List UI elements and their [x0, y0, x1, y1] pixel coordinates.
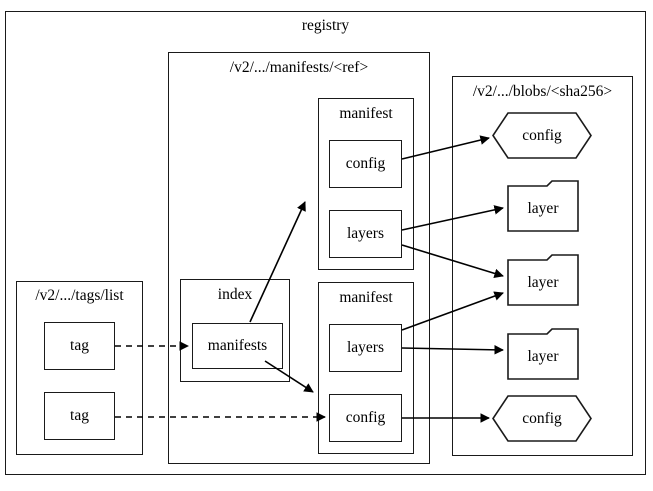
node-tag-2[interactable]: tag — [44, 392, 115, 440]
node-manifest2-config[interactable]: config — [329, 394, 402, 442]
node-blob-layer-1[interactable]: layer — [507, 180, 579, 232]
node-manifest2-layers[interactable]: layers — [329, 324, 402, 372]
node-blob-layer-1-label: layer — [527, 200, 559, 217]
cluster-blobs-label: /v2/.../blobs/<sha256> — [472, 83, 613, 100]
hexagon-icon — [492, 395, 592, 442]
cluster-manifests-label: /v2/.../manifests/<ref> — [229, 59, 369, 76]
folder-icon — [507, 180, 579, 232]
node-blob-config-2-label: config — [522, 409, 562, 427]
node-blob-layer-2-label: layer — [527, 274, 559, 291]
node-blob-config-1[interactable]: config — [492, 112, 592, 159]
cluster-registry-label: registry — [301, 17, 350, 34]
cluster-index-label: index — [217, 286, 253, 303]
node-blob-config-2[interactable]: config — [492, 395, 592, 442]
node-index-manifests[interactable]: manifests — [192, 323, 283, 369]
node-blob-config-1-label: config — [522, 126, 562, 144]
node-blob-layer-3[interactable]: layer — [507, 328, 579, 380]
cluster-manifest-2 — [318, 282, 414, 454]
folder-icon — [507, 328, 579, 380]
cluster-tags-label: /v2/.../tags/list — [35, 287, 124, 304]
folder-icon — [507, 254, 579, 306]
cluster-tags — [16, 281, 143, 455]
node-manifest1-config[interactable]: config — [329, 140, 402, 188]
cluster-manifest-1-label: manifest — [339, 105, 393, 122]
node-tag-1[interactable]: tag — [44, 322, 115, 370]
node-blob-layer-3-label: layer — [527, 348, 559, 365]
node-manifest1-layers[interactable]: layers — [329, 210, 402, 258]
cluster-index — [180, 279, 290, 382]
cluster-manifest-2-label: manifest — [339, 289, 393, 306]
cluster-registry — [5, 11, 646, 475]
node-blob-layer-2[interactable]: layer — [507, 254, 579, 306]
hexagon-icon — [492, 112, 592, 159]
cluster-manifest-1 — [318, 98, 414, 270]
